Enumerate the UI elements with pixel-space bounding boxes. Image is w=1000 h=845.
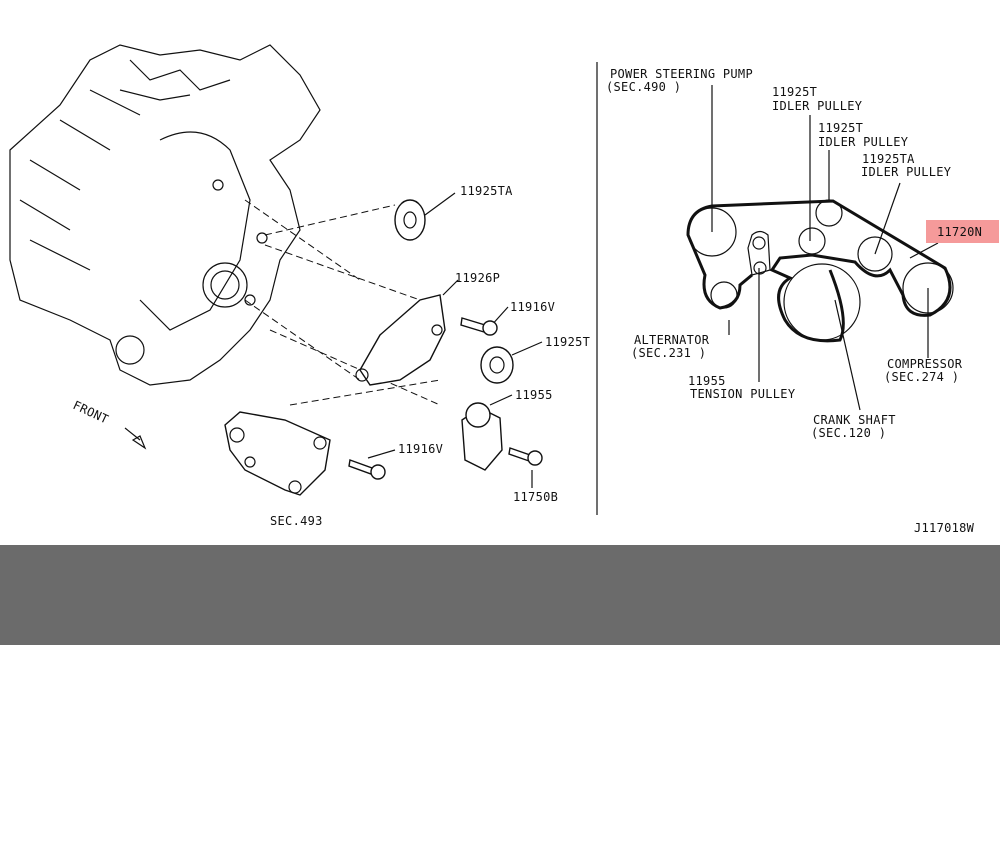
label-alternator: ALTERNATOR <box>634 333 710 347</box>
bracket-sec493 <box>224 411 331 496</box>
label-11750B: 11750B <box>513 490 558 504</box>
belt-highlight <box>926 220 999 243</box>
footer-part-number: NISSAN INFINITI - 11720EY00A <box>102 674 649 715</box>
idler-pulley-11925T <box>480 346 514 384</box>
label-crank-sec: (SEC.120 ) <box>811 426 886 440</box>
front-arrow-icon <box>124 427 147 450</box>
leader-lines <box>244 192 543 488</box>
label-front: FRONT <box>71 398 111 427</box>
tensioner-11955 <box>461 402 503 471</box>
label-11916V: 11916V <box>510 300 555 314</box>
bolt-11916V-a <box>460 317 498 336</box>
label-idler3-name: IDLER PULLEY <box>861 165 952 179</box>
label-idler2-num: 11925T <box>818 121 863 135</box>
label-11916V: 11916V <box>398 442 443 456</box>
belt-routing-diagram <box>686 85 954 411</box>
footer-bar: NISSAN INFINITI - 11720EY00A N - 11720N <box>0 545 1000 815</box>
label-idler2-name: IDLER PULLEY <box>818 135 909 149</box>
label-11955: 11955 <box>515 388 553 402</box>
parts-diagram: 11925TA 11926P 11916V 11925T 11955 11916… <box>9 44 999 535</box>
label-idler1-name: IDLER PULLEY <box>772 99 863 113</box>
label-power-steering-pump: POWER STEERING PUMP <box>610 67 753 81</box>
label-compressor: COMPRESSOR <box>887 357 963 371</box>
label-tension-name: TENSION PULLEY <box>690 387 796 401</box>
label-ps-sec: (SEC.490 ) <box>606 80 681 94</box>
label-alt-sec: (SEC.231 ) <box>631 346 706 360</box>
label-11925TA: 11925TA <box>460 184 513 198</box>
label-crank-shaft: CRANK SHAFT <box>813 413 896 427</box>
bolt-11750B <box>508 447 543 466</box>
label-11925T: 11925T <box>545 335 590 349</box>
label-tension-num: 11955 <box>688 374 726 388</box>
label-idler1-num: 11925T <box>772 85 817 99</box>
label-belt-11720N: 11720N <box>937 225 982 239</box>
idler-pulley-11925TA <box>394 199 426 241</box>
label-comp-sec: (SEC.274 ) <box>884 370 959 384</box>
engine-block-drawing <box>9 44 321 386</box>
bolt-11916V-b <box>348 459 386 480</box>
diagram-code: J117018W <box>914 521 975 535</box>
label-sec493: SEC.493 <box>270 514 323 528</box>
label-11926P: 11926P <box>455 271 500 285</box>
label-idler3-num: 11925TA <box>862 152 915 166</box>
bracket-11926P <box>355 294 446 386</box>
footer-diagram-ref: N - 11720N <box>705 774 892 815</box>
